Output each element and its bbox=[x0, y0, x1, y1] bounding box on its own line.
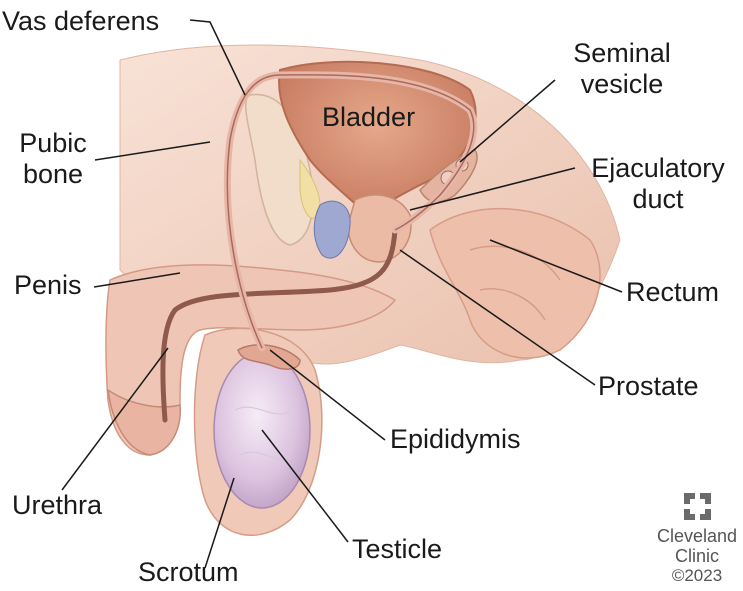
label-rectum: Rectum bbox=[626, 277, 719, 308]
cleveland-clinic-logo-icon bbox=[684, 493, 711, 520]
label-seminal-vesicle-line1: Seminal bbox=[552, 38, 692, 69]
cleveland-clinic-logo: Cleveland Clinic ©2023 bbox=[650, 526, 743, 586]
logo-line2: Clinic bbox=[650, 546, 743, 566]
logo-year: ©2023 bbox=[650, 566, 743, 586]
label-ejaculatory-duct-line1: Ejaculatory bbox=[574, 153, 742, 184]
label-testicle: Testicle bbox=[352, 534, 442, 565]
logo-line1: Cleveland bbox=[650, 526, 743, 546]
label-pubic-bone-line1: Pubic bbox=[8, 128, 98, 159]
label-epididymis: Epididymis bbox=[390, 424, 521, 455]
label-pubic-bone: Pubic bone bbox=[8, 128, 98, 190]
label-ejaculatory-duct-line2: duct bbox=[574, 184, 742, 215]
label-ejaculatory-duct: Ejaculatory duct bbox=[574, 153, 742, 215]
label-pubic-bone-line2: bone bbox=[8, 159, 98, 190]
label-seminal-vesicle: Seminal vesicle bbox=[552, 38, 692, 100]
label-urethra: Urethra bbox=[12, 490, 102, 521]
label-penis: Penis bbox=[14, 270, 82, 301]
label-vas-deferens: Vas deferens bbox=[2, 6, 159, 37]
label-prostate: Prostate bbox=[598, 371, 699, 402]
label-seminal-vesicle-line2: vesicle bbox=[552, 69, 692, 100]
label-scrotum: Scrotum bbox=[138, 557, 239, 588]
label-bladder: Bladder bbox=[322, 102, 415, 133]
